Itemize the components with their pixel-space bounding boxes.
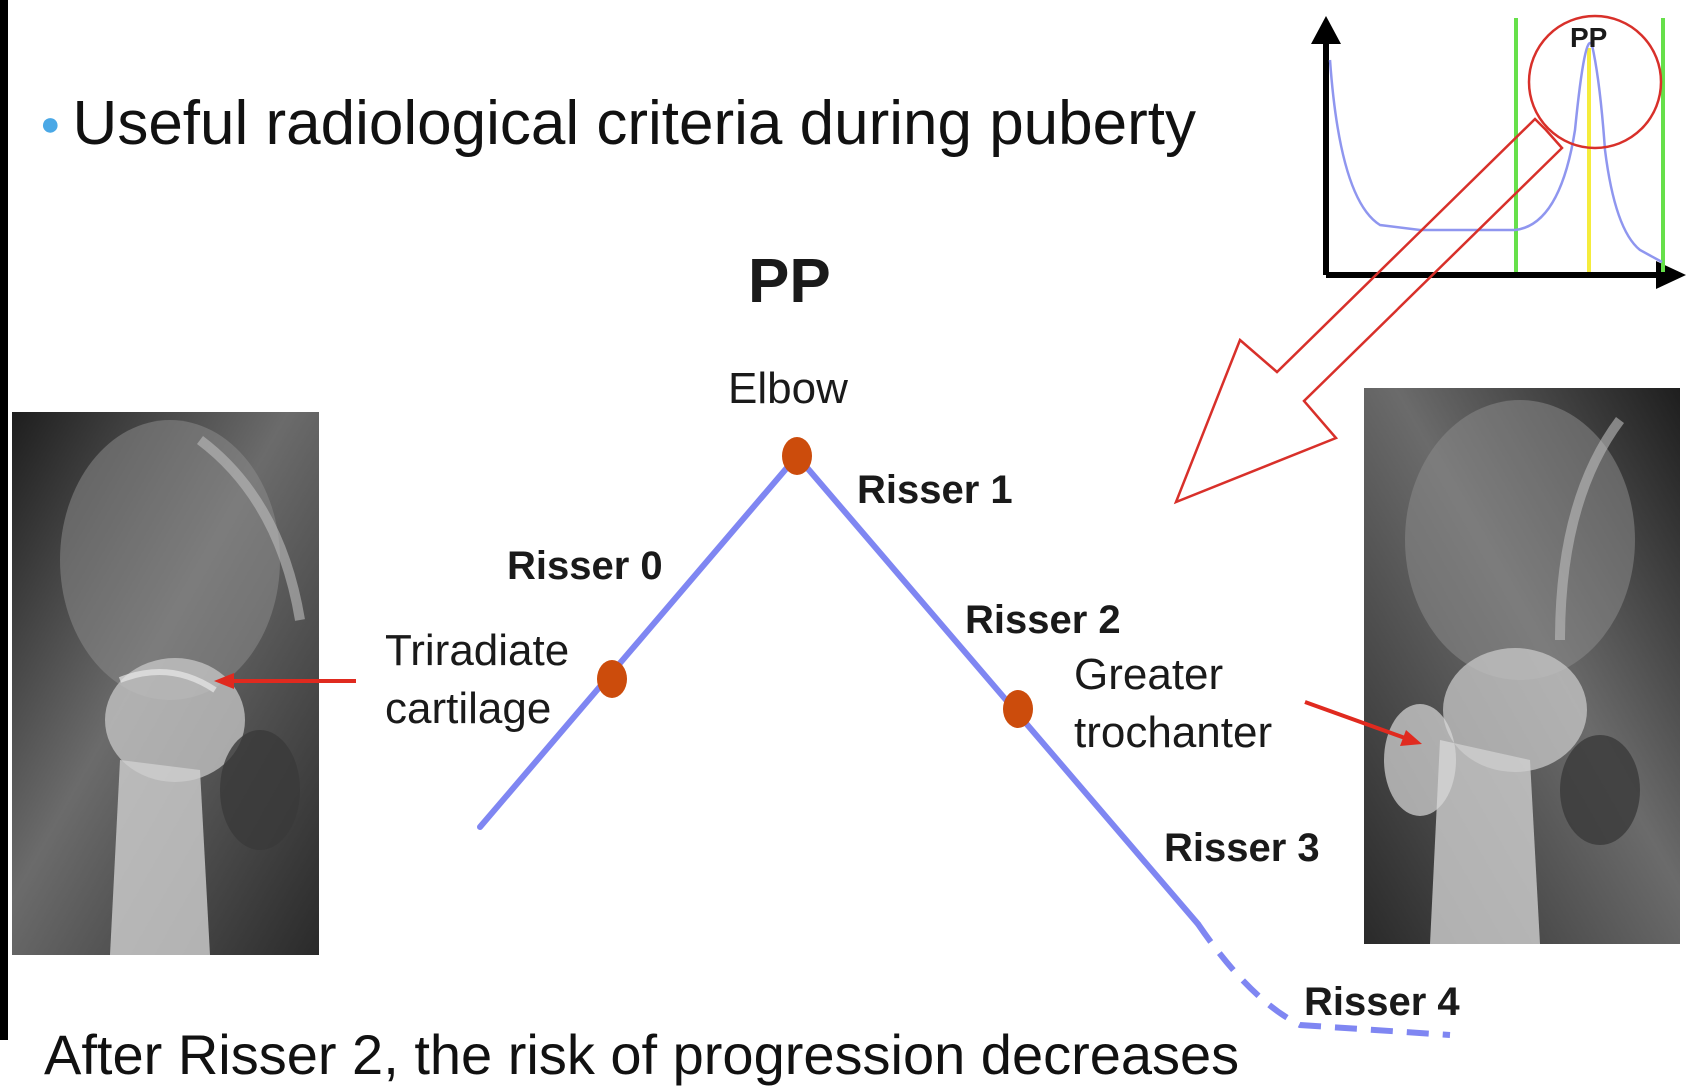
xray-left-image — [12, 412, 319, 955]
diagram-title: PP — [748, 246, 831, 317]
risser-1-label: Risser 1 — [857, 468, 1013, 513]
triradiate-line2: cartilage — [385, 680, 569, 738]
risser-4-label: Risser 4 — [1304, 980, 1460, 1025]
inset-pp-label: PP — [1570, 22, 1607, 54]
xray-right-image — [1364, 388, 1680, 944]
diagram-canvas — [0, 0, 1691, 1040]
risser-0-label: Risser 0 — [507, 544, 663, 589]
elbow-label: Elbow — [728, 364, 848, 414]
triradiate-dot — [597, 660, 627, 698]
greater-line1: Greater — [1074, 646, 1272, 704]
risser-2-label: Risser 2 — [965, 598, 1121, 643]
bottom-text: After Risser 2, the risk of progression … — [44, 1022, 1239, 1087]
elbow-dot — [782, 437, 812, 475]
triradiate-cartilage-label: Triradiate cartilage — [385, 622, 569, 738]
greater-trochanter-dot — [1003, 690, 1033, 728]
greater-line2: trochanter — [1074, 704, 1272, 762]
greater-trochanter-label: Greater trochanter — [1074, 646, 1272, 762]
risser-3-label: Risser 3 — [1164, 826, 1320, 871]
triradiate-line1: Triradiate — [385, 622, 569, 680]
